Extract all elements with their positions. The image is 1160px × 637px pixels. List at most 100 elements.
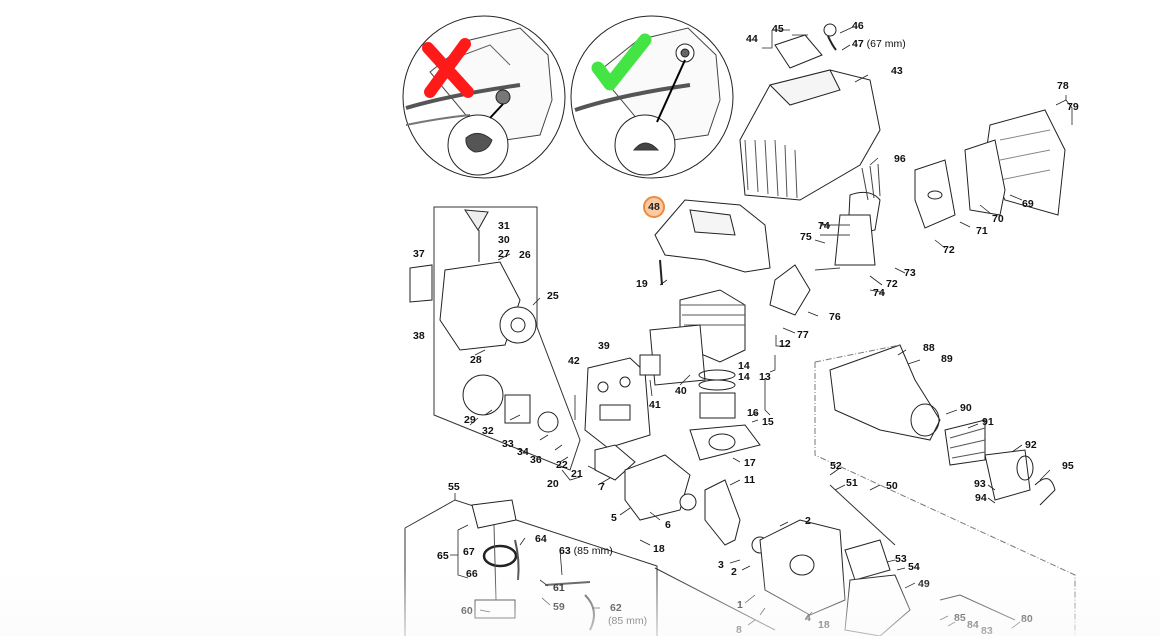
part-label-95[interactable]: 95	[1062, 460, 1074, 472]
correct-routing-inset	[570, 15, 734, 179]
part-label-12[interactable]: 12	[779, 338, 791, 350]
part-label-50[interactable]: 50	[886, 480, 898, 492]
part-label-11[interactable]: 11	[744, 474, 756, 486]
part-label-49[interactable]: 49	[918, 578, 930, 590]
part-label-19[interactable]: 19	[636, 278, 648, 290]
cylinder-cover-part	[654, 199, 771, 286]
part-label-53[interactable]: 53	[895, 553, 907, 565]
part-number: 47	[852, 38, 864, 50]
part-label-52[interactable]: 52	[830, 460, 842, 472]
part-label-26[interactable]: 26	[519, 249, 531, 261]
part-label-30[interactable]: 30	[498, 234, 510, 246]
part-label-3[interactable]: 3	[718, 559, 724, 571]
part-label-18-left[interactable]: 18	[653, 543, 665, 555]
part-label-55[interactable]: 55	[448, 481, 460, 493]
part-label-61[interactable]: 61	[553, 582, 565, 594]
part-label-20[interactable]: 20	[547, 478, 559, 490]
part-label-7[interactable]: 7	[599, 481, 605, 493]
part-label-74-lower[interactable]: 74	[873, 287, 885, 299]
part-label-47[interactable]: 47 (67 mm)	[852, 39, 906, 50]
part-label-64[interactable]: 64	[535, 533, 547, 545]
highlighted-part-48[interactable]: 48	[643, 196, 665, 218]
part-label-90[interactable]: 90	[960, 402, 972, 414]
part-label-79[interactable]: 79	[1067, 101, 1079, 113]
part-label-16[interactable]: 16	[747, 407, 759, 419]
part-label-84[interactable]: 84	[967, 619, 979, 631]
part-label-89[interactable]: 89	[941, 353, 953, 365]
part-label-21[interactable]: 21	[571, 468, 583, 480]
part-label-71[interactable]: 71	[976, 225, 988, 237]
part-label-75[interactable]: 75	[800, 231, 812, 243]
part-label-63[interactable]: 63 (85 mm)	[559, 546, 613, 557]
part-label-29[interactable]: 29	[464, 414, 476, 426]
part-label-65[interactable]: 65	[437, 550, 449, 562]
part-label-33[interactable]: 33	[502, 438, 514, 450]
part-label-74-upper[interactable]: 74	[818, 220, 830, 232]
part-label-25[interactable]: 25	[547, 290, 559, 302]
part-label-22[interactable]: 22	[556, 459, 568, 471]
part-label-37[interactable]: 37	[413, 248, 425, 260]
part-label-2-lower[interactable]: 2	[731, 566, 737, 578]
wrong-cross-icon	[422, 38, 474, 98]
part-label-13[interactable]: 13	[759, 371, 771, 383]
part-label-80[interactable]: 80	[1021, 613, 1033, 625]
part-label-14-upper[interactable]: 14	[738, 360, 750, 372]
air-filter-parts	[769, 109, 1066, 316]
starter-group-box	[409, 206, 581, 471]
part-label-72-lower[interactable]: 72	[886, 278, 898, 290]
part-label-2-upper[interactable]: 2	[805, 515, 811, 527]
part-label-39[interactable]: 39	[598, 340, 610, 352]
part-label-41[interactable]: 41	[649, 399, 661, 411]
part-label-94[interactable]: 94	[975, 492, 987, 504]
part-label-28[interactable]: 28	[470, 354, 482, 366]
part-label-67[interactable]: 67	[463, 546, 475, 558]
part-label-42[interactable]: 42	[568, 355, 580, 367]
part-label-77[interactable]: 77	[797, 329, 809, 341]
part-label-69[interactable]: 69	[1022, 198, 1034, 210]
part-label-62[interactable]: 62	[610, 603, 622, 614]
part-label-66[interactable]: 66	[466, 568, 478, 580]
part-label-44[interactable]: 44	[746, 33, 758, 45]
part-label-6[interactable]: 6	[665, 519, 671, 531]
part-label-5[interactable]: 5	[611, 512, 617, 524]
part-label-18-right[interactable]: 18	[818, 619, 830, 631]
part-number: 63	[559, 545, 571, 557]
part-label-88[interactable]: 88	[923, 342, 935, 354]
part-label-31[interactable]: 31	[498, 220, 510, 232]
part-label-76[interactable]: 76	[829, 311, 841, 323]
part-note-62: (85 mm)	[608, 615, 648, 627]
part-label-59[interactable]: 59	[553, 601, 565, 613]
part-label-1[interactable]: 1	[737, 599, 743, 611]
engine-shroud-part	[739, 23, 881, 201]
part-label-40[interactable]: 40	[675, 385, 687, 397]
part-label-15[interactable]: 15	[762, 416, 774, 428]
part-label-8[interactable]: 8	[736, 624, 742, 636]
part-label-72-upper[interactable]: 72	[943, 244, 955, 256]
part-label-14-lower[interactable]: 14	[738, 371, 750, 383]
part-label-92[interactable]: 92	[1025, 439, 1037, 451]
part-note: (67 mm)	[866, 38, 906, 50]
part-label-51[interactable]: 51	[846, 477, 858, 489]
part-label-91[interactable]: 91	[982, 416, 994, 428]
part-label-36[interactable]: 36	[530, 454, 542, 466]
part-label-70[interactable]: 70	[992, 213, 1004, 225]
part-label-96[interactable]: 96	[894, 153, 906, 165]
part-label-4[interactable]: 4	[805, 612, 811, 624]
correct-check-icon	[591, 33, 652, 91]
part-label-85[interactable]: 85	[954, 612, 966, 624]
part-label-60[interactable]: 60	[461, 605, 473, 617]
part-label-45[interactable]: 45	[772, 23, 784, 35]
part-label-38[interactable]: 38	[413, 330, 425, 342]
part-label-83[interactable]: 83	[981, 625, 993, 637]
part-label-27[interactable]: 27	[498, 248, 510, 260]
part-label-17[interactable]: 17	[744, 457, 756, 469]
part-label-73[interactable]: 73	[904, 267, 916, 279]
part-label-93[interactable]: 93	[974, 478, 986, 490]
part-label-46[interactable]: 46	[852, 20, 864, 32]
part-label-32[interactable]: 32	[482, 425, 494, 437]
part-label-54[interactable]: 54	[908, 561, 920, 573]
part-label-43[interactable]: 43	[891, 65, 903, 77]
part-label-34[interactable]: 34	[517, 446, 529, 458]
part-label-78[interactable]: 78	[1057, 80, 1069, 92]
